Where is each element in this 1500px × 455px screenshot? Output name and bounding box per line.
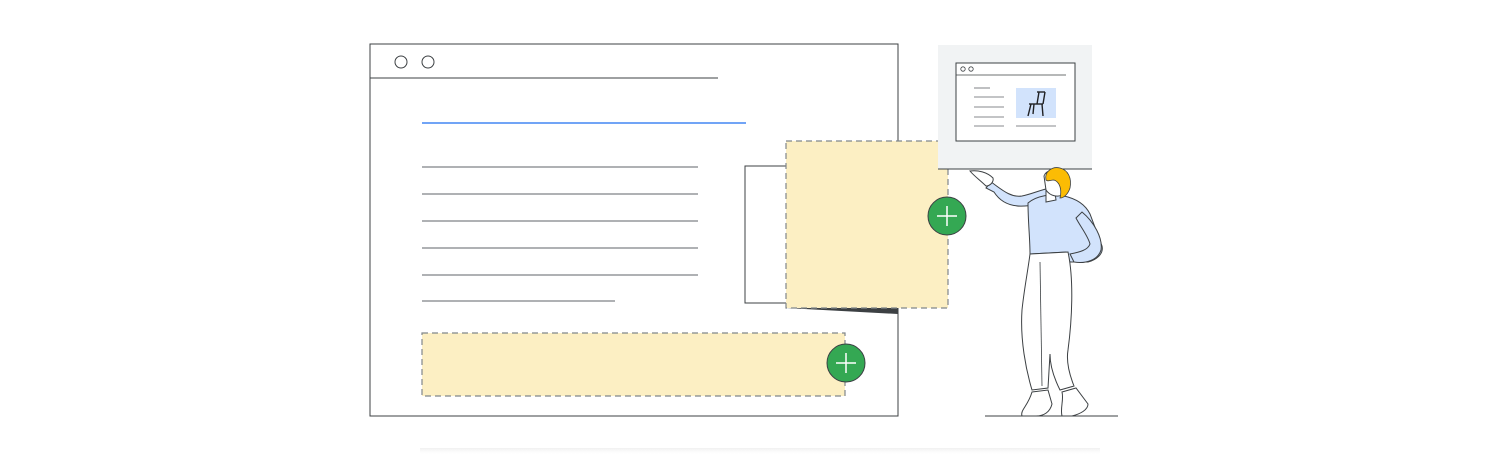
- add-ad-button[interactable]: [826, 343, 866, 383]
- mini-window-control: [960, 66, 966, 72]
- side-ad-group: [744, 140, 967, 314]
- window-control-circle[interactable]: [421, 55, 435, 69]
- mini-ad-thumbnail: [1016, 88, 1056, 118]
- preview-card: [938, 45, 1092, 170]
- trouser-crease: [1039, 261, 1043, 387]
- floor-shadow: [420, 448, 1100, 455]
- side-ad-slot[interactable]: [785, 140, 949, 309]
- person-figure: [969, 167, 1118, 417]
- ad-slot-shadow: [786, 308, 898, 314]
- window-control-circle[interactable]: [394, 55, 408, 69]
- hip-arm: [1069, 211, 1102, 263]
- right-shoe: [1060, 387, 1089, 417]
- raised-hand: [969, 170, 994, 187]
- bottom-ad-slot[interactable]: [421, 332, 846, 397]
- plus-icon: [836, 353, 856, 373]
- ad-slot-bracket: [744, 165, 786, 304]
- mini-text-lines: [974, 87, 1056, 127]
- chair-icon: [1027, 91, 1046, 117]
- trousers: [1021, 251, 1075, 391]
- add-ad-button[interactable]: [927, 196, 967, 236]
- plus-icon: [937, 206, 957, 226]
- left-shoe: [1021, 389, 1053, 417]
- mini-window-control: [968, 66, 974, 72]
- hair: [1045, 167, 1071, 199]
- body-text-lines: [422, 166, 698, 302]
